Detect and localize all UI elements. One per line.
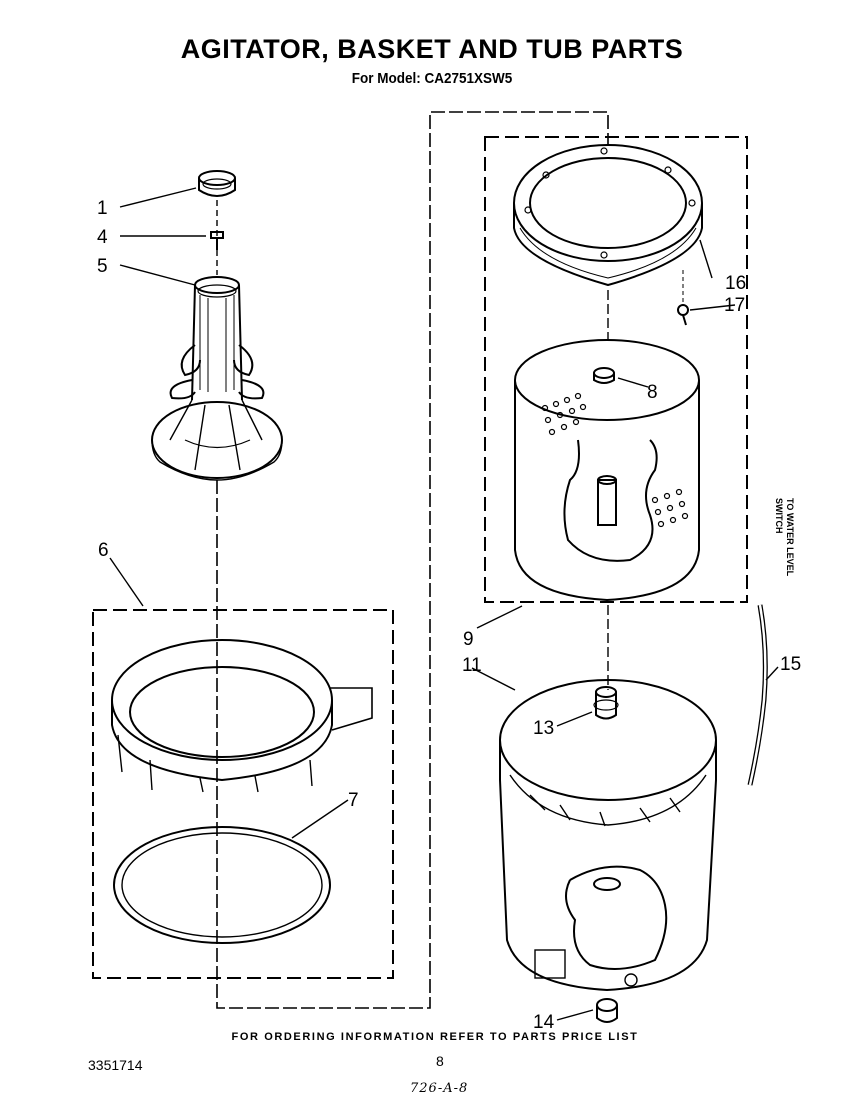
callout-7: 7	[348, 790, 359, 811]
callout-15: 15	[780, 654, 801, 675]
leader-lines	[109, 187, 779, 1021]
assembly-route-line	[216, 111, 609, 1009]
callout-4: 4	[97, 227, 108, 248]
drive-bell	[111, 639, 373, 793]
callout-17: 17	[724, 295, 745, 316]
callout-16: 16	[725, 273, 746, 294]
callout-5: 5	[97, 256, 108, 277]
document-number: 3351714	[88, 1057, 143, 1073]
water-level-switch-note: TO WATER LEVEL SWITCH	[774, 498, 799, 588]
model-subtitle: For Model: CA2751XSW5	[351, 70, 513, 87]
balance-ring	[513, 144, 703, 287]
page-number: 8	[436, 1053, 444, 1069]
callout-labels: 1 4 5 6 7 8 9 11 13 14 15 16 17	[97, 198, 801, 1033]
agitator	[151, 276, 283, 481]
handwritten-code: 726-A-8	[410, 1081, 469, 1096]
callout-1: 1	[97, 198, 108, 219]
tub-seal	[593, 686, 619, 720]
side-note-line-1: TO WATER LEVEL	[785, 498, 795, 577]
agitator-bolt	[210, 231, 224, 250]
callout-13: 13	[533, 718, 554, 739]
balance-ring-screw	[677, 270, 689, 326]
page-title: AGITATOR, BASKET AND TUB PARTS	[180, 34, 684, 64]
agitator-cap	[198, 170, 236, 197]
basket-group-box	[484, 136, 748, 603]
callout-14: 14	[533, 1012, 555, 1033]
callout-8: 8	[647, 382, 658, 403]
ordering-note: FOR ORDERING INFORMATION REFER TO PARTS …	[231, 1031, 639, 1043]
callout-6: 6	[98, 540, 109, 561]
callout-11: 11	[462, 655, 482, 676]
drive-bell-ring	[113, 826, 331, 944]
basket-drive-nut	[593, 367, 615, 384]
drive-bell-group-box	[92, 609, 394, 979]
side-note-line-2: SWITCH	[774, 498, 784, 534]
tub-drain-plug	[596, 998, 618, 1023]
outer-tub	[499, 679, 717, 992]
callout-9: 9	[463, 629, 474, 650]
wash-basket	[514, 339, 700, 602]
